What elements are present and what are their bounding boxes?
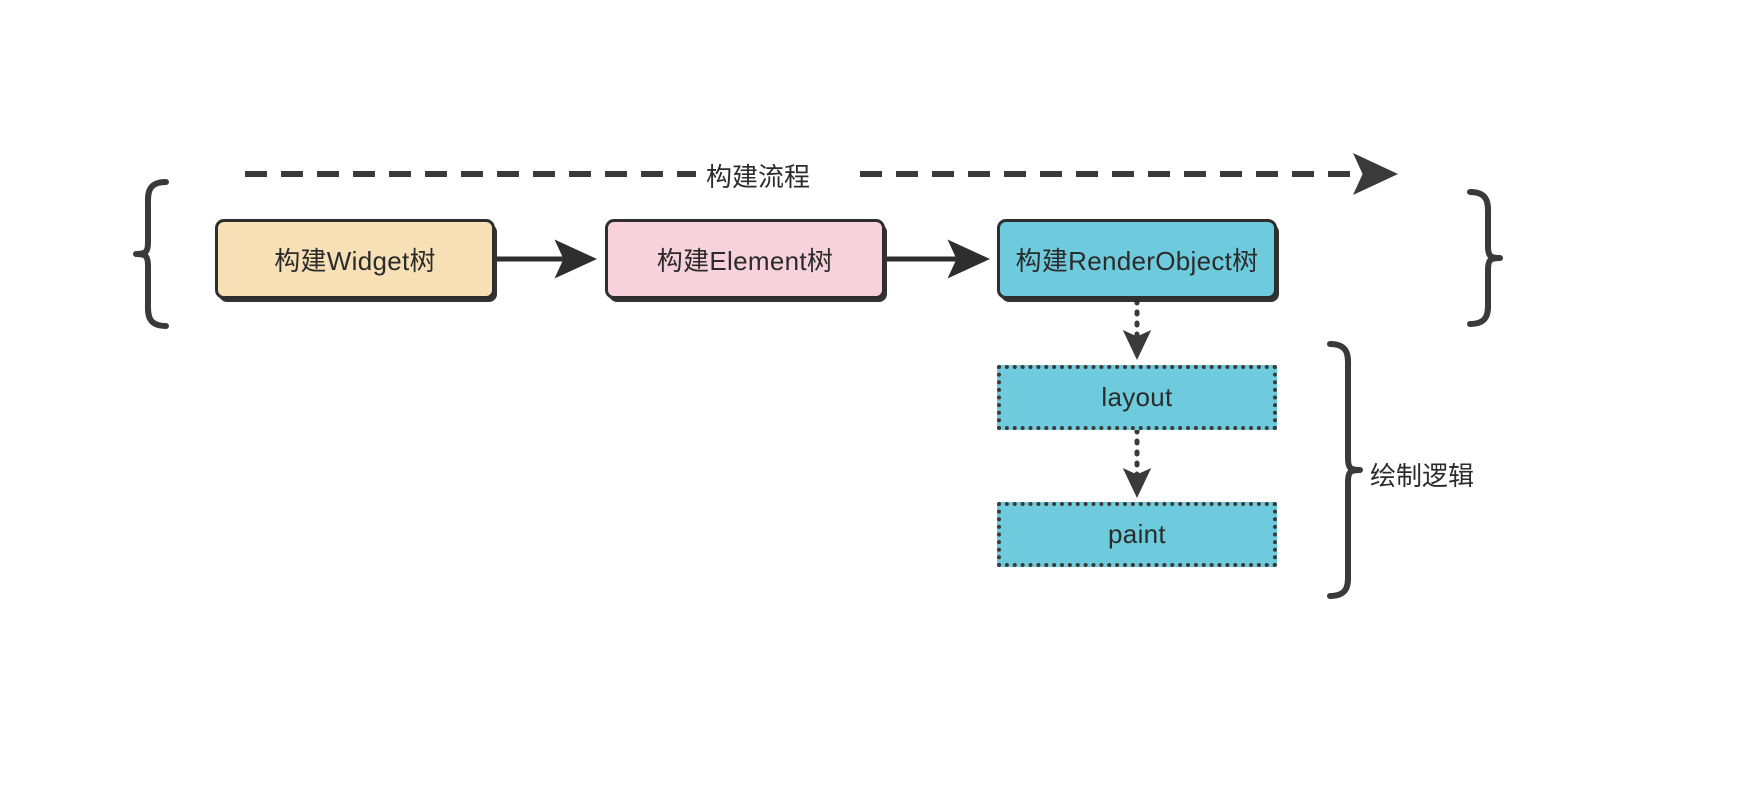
node-build-element-tree-label: 构建Element树 — [656, 245, 834, 276]
right-brace-paint-logic — [1327, 341, 1363, 599]
flow-arrow-label: 构建流程 — [696, 157, 821, 194]
node-layout-label: layout — [1101, 382, 1173, 412]
paint-logic-brace-label: 绘制逻辑 — [1370, 461, 1475, 491]
node-build-renderobject-tree-label: 构建RenderObject树 — [1015, 245, 1259, 276]
node-build-widget-tree-label: 构建Widget树 — [274, 245, 436, 276]
node-build-element-tree[interactable]: 构建Element树 — [605, 219, 885, 299]
right-brace-build — [1467, 189, 1503, 327]
node-build-widget-tree[interactable]: 构建Widget树 — [215, 219, 495, 299]
left-brace — [133, 179, 169, 329]
node-paint-label: paint — [1108, 519, 1166, 549]
node-build-renderobject-tree[interactable]: 构建RenderObject树 — [997, 219, 1277, 299]
node-paint[interactable]: paint — [997, 502, 1277, 567]
node-layout[interactable]: layout — [997, 365, 1277, 430]
